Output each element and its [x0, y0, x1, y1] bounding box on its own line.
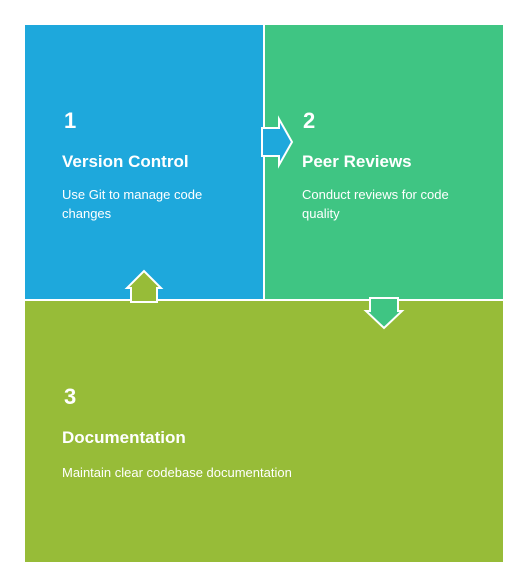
step-description: Use Git to manage code changes	[62, 187, 203, 221]
step-panel-peer-reviews: 2 Peer Reviews Conduct reviews for code …	[265, 25, 503, 299]
step-description: Conduct reviews for code quality	[302, 187, 449, 221]
step-number: 1	[64, 108, 77, 133]
step-number: 3	[64, 384, 77, 409]
step-panel-documentation: 3 Documentation Maintain clear codebase …	[25, 301, 503, 562]
step-title: Peer Reviews	[302, 152, 412, 171]
step-number: 2	[303, 108, 316, 133]
step-title: Documentation	[62, 428, 186, 447]
step-panel-version-control: 1 Version Control Use Git to manage code…	[25, 25, 263, 299]
step-title: Version Control	[62, 152, 189, 171]
step-description: Maintain clear codebase documentation	[62, 465, 292, 480]
